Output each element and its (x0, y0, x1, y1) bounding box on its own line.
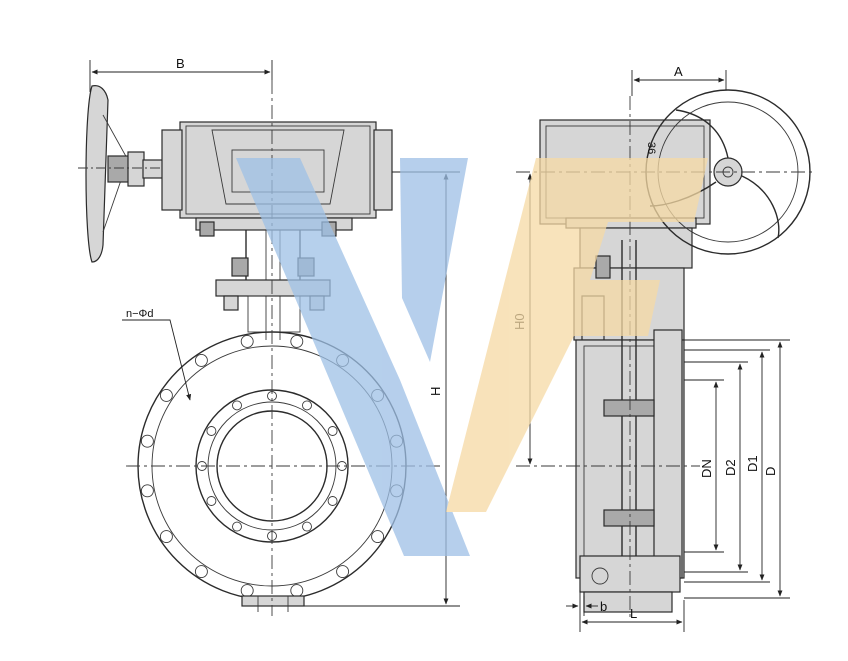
bolt-hole (140, 434, 154, 448)
dim-A: A (631, 64, 727, 96)
label-A: A (674, 64, 683, 79)
bolt-hole (371, 530, 385, 544)
bolt-hole (327, 496, 338, 506)
bolt-hole (302, 521, 312, 532)
bolt-hole (140, 484, 154, 498)
label-L: L (630, 606, 637, 621)
watermark-v-right (400, 158, 468, 362)
label-D: D (763, 467, 778, 476)
bolt-hole (240, 584, 254, 598)
nphid-callout: n−Φd (122, 308, 192, 401)
bolt-hole (206, 496, 217, 506)
bolt-hole (159, 388, 173, 402)
bolt-hole (194, 353, 208, 367)
label-D1: D1 (745, 455, 760, 472)
watermark-logo (236, 158, 708, 556)
bolt-hole (232, 521, 242, 532)
dim-diameters: DN D2 D1 D (684, 339, 790, 599)
label-H: H (428, 387, 443, 396)
label-b: b (600, 599, 607, 614)
bolt-hole (290, 584, 304, 598)
watermark-f (446, 158, 708, 512)
label-B: B (176, 56, 185, 71)
label-DN: DN (699, 459, 714, 478)
bolt-hole (327, 426, 338, 436)
label-n-phi-d: n−Φd (126, 308, 153, 320)
bolt-hole (290, 334, 304, 348)
bolt-hole (159, 530, 173, 544)
bolt-hole (240, 334, 254, 348)
bolt-holes-inner (197, 391, 347, 541)
dim-b-L: b L (566, 590, 685, 632)
watermark-v-left (236, 158, 470, 556)
svg-text:36: 36 (645, 142, 657, 154)
bolt-hole (232, 400, 242, 411)
dim-B: B (89, 56, 273, 92)
bolt-hole (336, 565, 350, 579)
label-D2: D2 (723, 459, 738, 476)
bolt-hole (302, 400, 312, 411)
bolt-hole (206, 426, 217, 436)
bolt-hole (194, 565, 208, 579)
